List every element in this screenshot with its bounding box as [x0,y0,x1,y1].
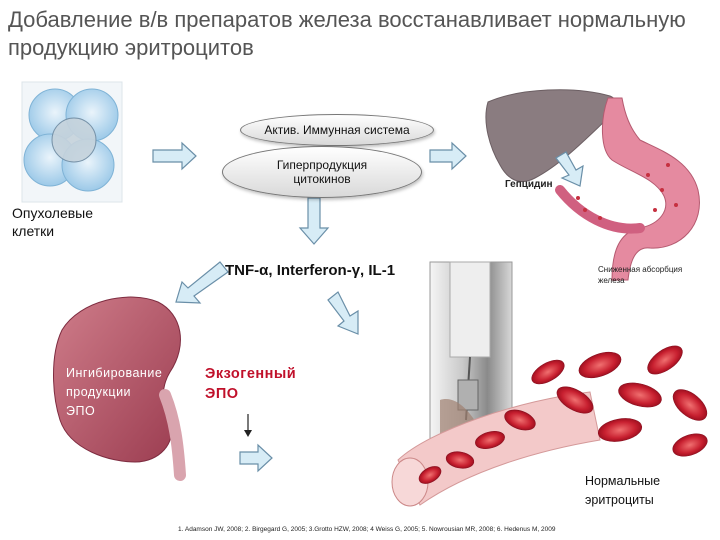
arrow-cytokines-to-liver [429,141,467,171]
arrow-small-down-head [244,430,252,437]
kidney-illustration [53,296,186,481]
tumor-cells-label: Опухолевые клетки [12,205,94,239]
reduced-absorption-label: Сниженная абсорбция железа [598,265,683,285]
kidney-epo-inhibition-label: Ингибирование продукции ЭПО [66,366,163,418]
cytokine-overproduction-label: Гиперпродукция цитокинов [276,158,368,186]
tumor-cells-illustration [21,81,123,203]
normal-rbc-label: Нормальные эритроциты [585,474,661,507]
arrow-liver-to-stomach [555,151,584,187]
blood-vessel-illustration [391,345,708,507]
arrow-cytokines-down [298,197,330,245]
arrow-cytokine-list-to-rbc [327,291,359,335]
exogenous-epo-label: Экзогенный ЭПО [205,366,297,402]
arrow-tumor-to-cytokines [152,141,197,171]
cytokine-list-label: TNF-α, Interferon-γ, IL-1 [225,262,396,279]
liver-illustration [485,89,617,182]
references-footnote: 1. Adamson JW, 2008; 2. Birgegard G, 200… [178,526,556,533]
slide-title: Добавление в/в препаратов железа восстан… [8,7,686,60]
arrow-epo-to-vessel [239,443,273,473]
immune-system-label: Актив. Иммунная система [264,123,410,137]
stomach-illustration [555,97,700,281]
cytokine-overproduction-node: Гиперпродукция цитокинов [222,146,422,198]
arrow-cytokine-list-to-kidney [175,261,229,304]
hepcidin-label: Гепцидин [505,179,553,190]
immune-system-node: Актив. Иммунная система [240,114,434,146]
